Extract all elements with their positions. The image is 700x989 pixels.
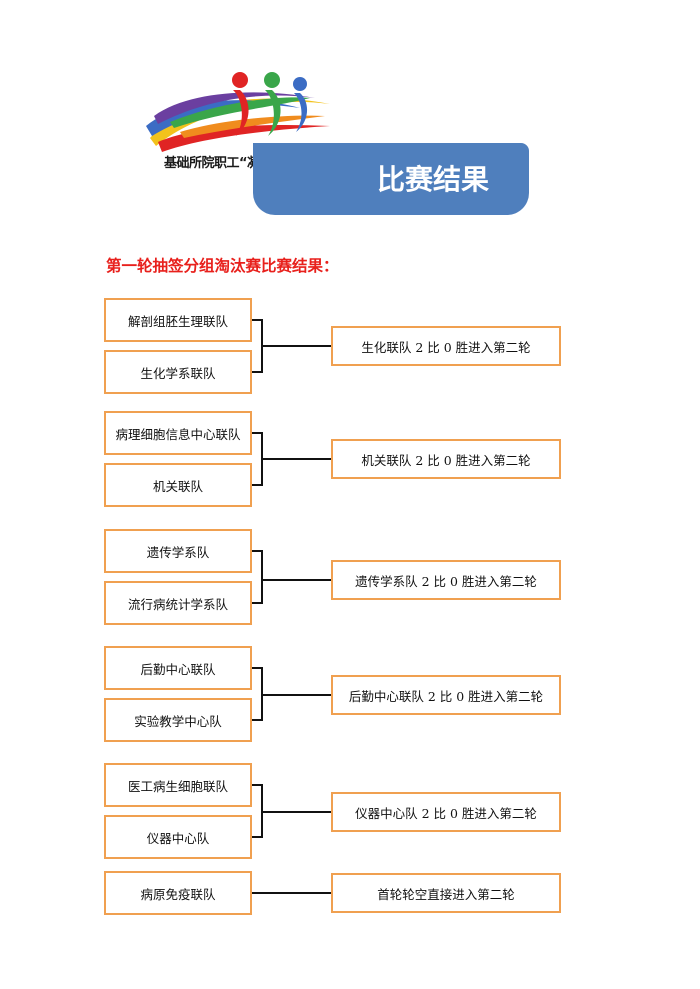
team-box: 病原免疫联队	[104, 871, 252, 915]
team-box: 机关联队	[104, 463, 252, 507]
team-box: 流行病统计学系队	[104, 581, 252, 625]
team-box: 仪器中心队	[104, 815, 252, 859]
result-box: 机关联队 2 比 0 胜进入第二轮	[331, 439, 561, 479]
result-box: 生化联队 2 比 0 胜进入第二轮	[331, 326, 561, 366]
section-heading: 第一轮抽签分组淘汰赛比赛结果：	[106, 257, 339, 275]
team-box: 病理细胞信息中心联队	[104, 411, 252, 455]
team-box: 医工病生细胞联队	[104, 763, 252, 807]
banner-title: 比赛结果	[377, 163, 490, 196]
result-box: 遗传学系队 2 比 0 胜进入第二轮	[331, 560, 561, 600]
team-box: 解剖组胚生理联队	[104, 298, 252, 342]
swoosh-logo-icon	[146, 72, 330, 152]
result-box: 仪器中心队 2 比 0 胜进入第二轮	[331, 792, 561, 832]
result-box: 后勤中心联队 2 比 0 胜进入第二轮	[331, 675, 561, 715]
team-box: 生化学系联队	[104, 350, 252, 394]
result-box: 首轮轮空直接进入第二轮	[331, 873, 561, 913]
team-box: 实验教学中心队	[104, 698, 252, 742]
team-box: 后勤中心联队	[104, 646, 252, 690]
title-banner: 比赛结果	[253, 143, 529, 215]
team-box: 遗传学系队	[104, 529, 252, 573]
